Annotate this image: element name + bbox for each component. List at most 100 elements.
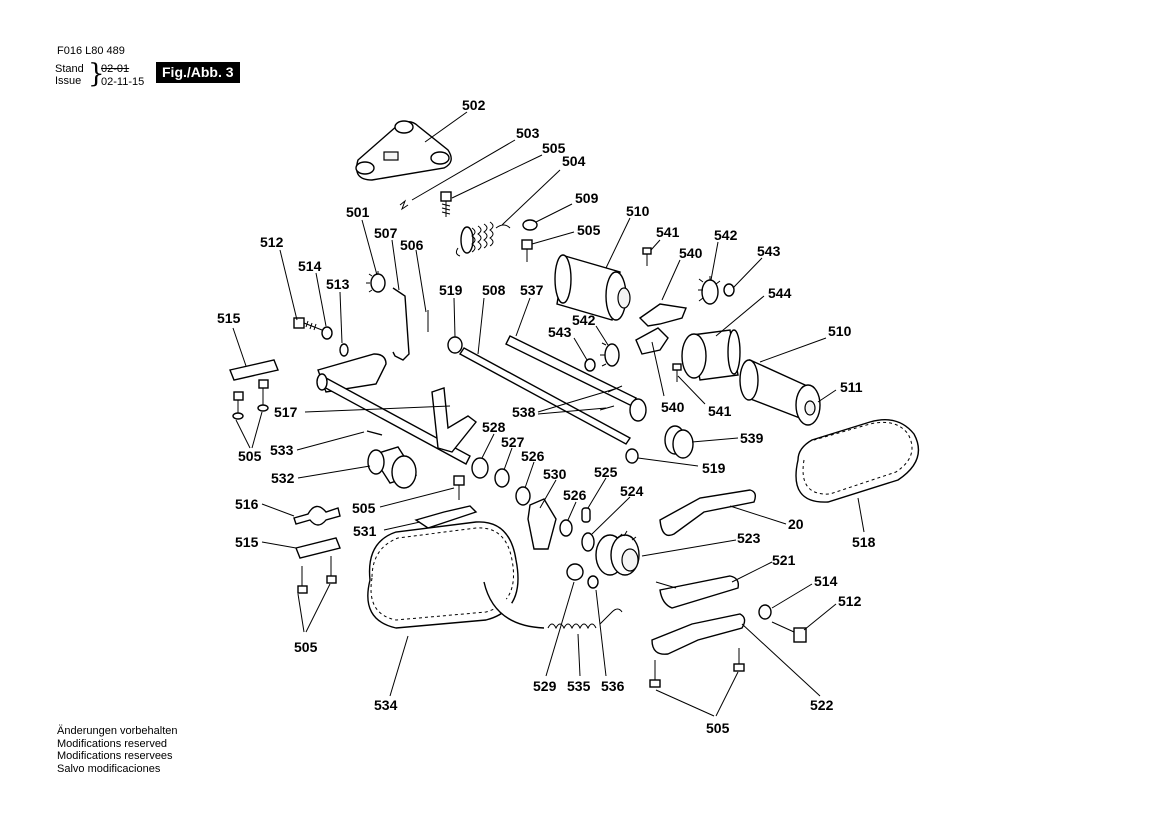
issue-date: 02-11-15: [101, 76, 145, 88]
label-542-b: 542: [572, 312, 596, 328]
label-505-c: 505: [238, 448, 262, 464]
part-514-washer-right: [758, 604, 772, 620]
label-517: 517: [274, 404, 298, 420]
part-526-washer-low: [559, 519, 573, 537]
part-505-screws-lower-left: [297, 556, 337, 594]
label-516: 516: [235, 496, 259, 512]
part-526-washer: [515, 486, 531, 506]
label-541-a: 541: [656, 224, 680, 240]
part-505-screws-lower: [649, 648, 745, 688]
label-20: 20: [788, 516, 804, 532]
label-535: 535: [567, 678, 591, 694]
part-538-pins: [599, 385, 647, 422]
label-543-b: 543: [548, 324, 572, 340]
part-535-cable: [483, 581, 545, 629]
brace-symbol: }: [88, 59, 105, 89]
label-534: 534: [374, 697, 398, 713]
label-503: 503: [516, 125, 540, 141]
label-522: 522: [810, 697, 834, 713]
part-540-lever-top: [638, 303, 687, 327]
label-526-a: 526: [521, 448, 545, 464]
label-511: 511: [840, 379, 863, 395]
stand-label: Stand: [55, 63, 84, 75]
part-503-wire: [399, 199, 409, 211]
label-519-a: 519: [439, 282, 463, 298]
label-513: 513: [326, 276, 350, 292]
part-528-ring: [471, 457, 489, 479]
part-521-pin: [655, 581, 677, 589]
label-505-b: 505: [577, 222, 601, 238]
label-514-b: 514: [814, 573, 838, 589]
part-512-screw-right: [771, 621, 807, 643]
part-507-rod: [392, 287, 410, 361]
label-539: 539: [740, 430, 764, 446]
part-542-gear-top: [698, 276, 721, 305]
note-es: Salvo modificaciones: [57, 762, 161, 775]
label-536: 536: [601, 678, 625, 694]
label-510-b: 510: [828, 323, 852, 339]
part-505-screws-left: [232, 379, 269, 420]
label-532: 532: [271, 470, 295, 486]
label-533: 533: [270, 442, 294, 458]
label-541-b: 541: [708, 403, 732, 419]
label-543-a: 543: [757, 243, 781, 259]
label-509: 509: [575, 190, 599, 206]
part-512-screw-left: [293, 317, 323, 331]
part-543-washer-top: [723, 283, 735, 297]
label-531: 531: [353, 523, 377, 539]
part-532-knob: [367, 446, 418, 489]
label-508: 508: [482, 282, 506, 298]
figure-label: Fig./Abb. 3: [156, 62, 240, 83]
label-527: 527: [501, 434, 525, 450]
part-533-pin: [366, 430, 383, 436]
part-530-lever: [527, 498, 557, 550]
part-541-screw-mid: [672, 363, 682, 382]
label-505-e: 505: [294, 639, 318, 655]
part-513-washer: [339, 343, 349, 357]
label-544: 544: [768, 285, 792, 301]
note-en: Modifications reserved: [57, 737, 168, 750]
label-515-b: 515: [235, 534, 259, 550]
label-505-f: 505: [706, 720, 730, 736]
label-501: 501: [346, 204, 370, 220]
label-512-b: 512: [838, 593, 862, 609]
label-507: 507: [374, 225, 398, 241]
issue-label: Issue: [55, 75, 82, 87]
label-505-d: 505: [352, 500, 376, 516]
label-515-a: 515: [217, 310, 241, 326]
label-540-b: 540: [661, 399, 685, 415]
label-525: 525: [594, 464, 618, 480]
label-510-a: 510: [626, 203, 650, 219]
label-530: 530: [543, 466, 567, 482]
part-531-bracket: [414, 505, 478, 529]
label-512-a: 512: [260, 234, 284, 250]
document-code: F016 L80 489: [57, 45, 125, 57]
label-540-a: 540: [679, 245, 703, 261]
label-537: 537: [520, 282, 544, 298]
part-drawings: [229, 120, 920, 688]
label-542-a: 542: [714, 227, 738, 243]
part-522-cover: [651, 613, 746, 655]
part-501-gear: [366, 271, 386, 293]
part-514-washer-left: [321, 326, 333, 340]
label-518: 518: [852, 534, 876, 550]
part-518-belt: [795, 419, 920, 503]
part-502-bracket: [355, 120, 452, 181]
part-517-shaft: [316, 353, 471, 465]
part-505-screw-mid: [521, 239, 533, 262]
old-issue-date: 02-01: [101, 63, 130, 75]
part-505-screw-top: [440, 191, 452, 217]
part-541-screw-top: [642, 247, 652, 266]
part-524-washer: [581, 532, 595, 552]
label-514-a: 514: [298, 258, 322, 274]
part-517-lever: [431, 387, 477, 453]
part-540-lever-mid: [635, 327, 669, 355]
part-543-washer-mid: [584, 358, 596, 372]
label-524: 524: [620, 483, 644, 499]
label-505-a: 505: [542, 140, 566, 156]
part-508-rod: [458, 347, 632, 445]
label-519-b: 519: [702, 460, 726, 476]
part-504-spring: [455, 221, 511, 257]
part-519-bushing-top: [447, 336, 463, 354]
